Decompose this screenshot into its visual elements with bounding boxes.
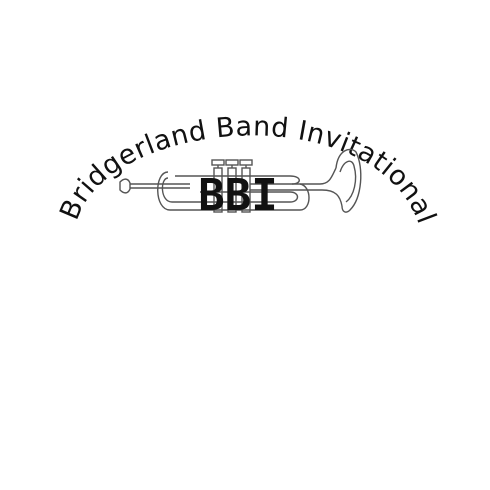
logo-monogram: BBI: [198, 170, 277, 221]
trumpet-icon: [119, 148, 362, 213]
